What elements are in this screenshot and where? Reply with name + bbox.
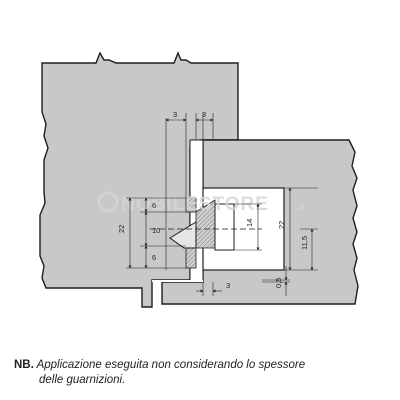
dim-top-gap: 6 xyxy=(152,201,156,210)
profile-hook xyxy=(169,221,197,249)
dim-slot-depth: 14 xyxy=(245,219,254,227)
profile-top xyxy=(185,197,197,213)
footnote-line2: delle guarnizioni. xyxy=(39,374,126,386)
watermark: NOBILESTORE .it xyxy=(97,191,306,215)
footnote-line1: Applicazione eseguita non considerando l… xyxy=(36,359,306,371)
footnote: NB. Applicazione eseguita non consideran… xyxy=(14,358,394,388)
watermark-text: NOBILESTORE xyxy=(121,194,269,215)
profile-bottom xyxy=(185,245,197,269)
footnote-label: NB. xyxy=(14,359,34,371)
dim-bottom-gap-small: 0,5 xyxy=(274,278,283,288)
dim-top-right: 3 xyxy=(202,110,206,119)
dimension-lines xyxy=(126,113,318,296)
profile-block xyxy=(214,203,235,251)
dim-bottom-width: 3 xyxy=(226,281,230,290)
watermark-suffix: .it xyxy=(296,202,306,213)
dim-right-offset: 11,5 xyxy=(300,236,309,250)
bottom-gap-strip xyxy=(152,280,203,282)
dim-bottom-gap: 6 xyxy=(152,253,156,262)
dim-middle: 10 xyxy=(152,226,160,235)
dim-total-height: 22 xyxy=(117,225,126,233)
dim-right-height: 22 xyxy=(277,221,286,229)
dim-top-left: 3 xyxy=(173,110,177,119)
